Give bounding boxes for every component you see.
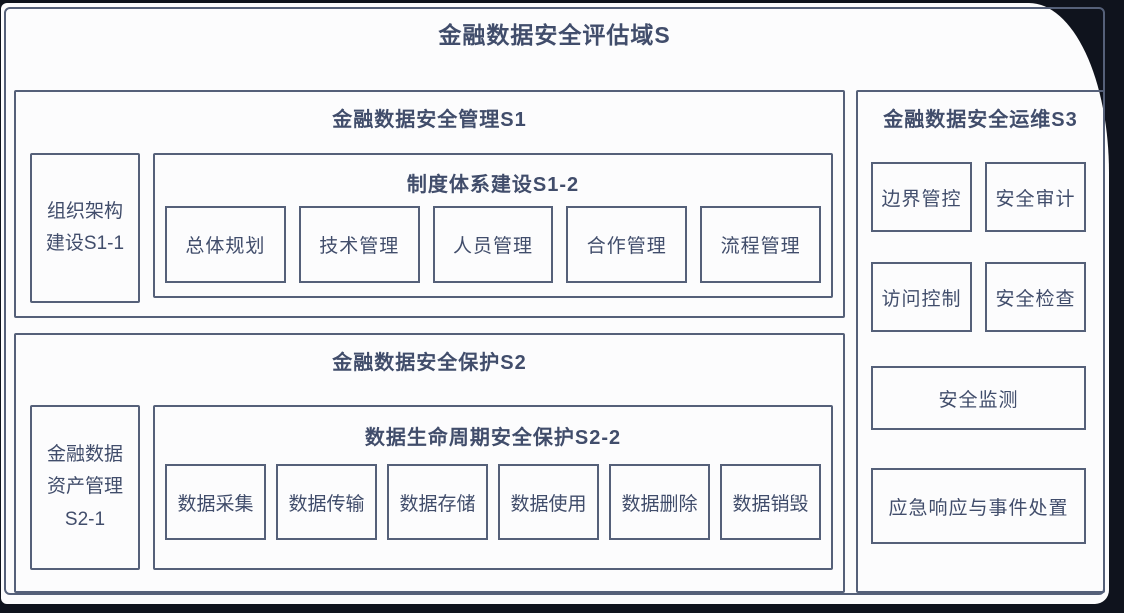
leaf-data-usage: 数据使用 xyxy=(498,464,599,540)
leaf-cooperation-management: 合作管理 xyxy=(566,206,688,283)
leaf-data-deletion: 数据删除 xyxy=(609,464,710,540)
section-s3-title: 金融数据安全运维S3 xyxy=(883,109,1078,131)
leaf-overall-planning: 总体规划 xyxy=(165,206,286,283)
leaf-emergency-response: 应急响应与事件处置 xyxy=(871,468,1086,544)
s2-2-leaf-row: 数据采集 数据传输 数据存储 数据使用 数据删除 数据销毁 xyxy=(165,464,821,540)
node-s1-1-label: 组织架构建设S1-1 xyxy=(45,200,125,254)
leaf-security-audit: 安全审计 xyxy=(985,162,1086,232)
s1-2-leaf-row: 总体规划 技术管理 人员管理 合作管理 流程管理 xyxy=(165,206,821,283)
node-s1-2-institution: 制度体系建设S1-2 xyxy=(153,153,833,298)
node-s1-1-organization: 组织架构建设S1-1 xyxy=(30,153,140,303)
leaf-access-control: 访问控制 xyxy=(871,262,972,332)
leaf-data-transmission: 数据传输 xyxy=(276,464,377,540)
node-s2-2-title: 数据生命周期安全保护S2-2 xyxy=(364,427,622,449)
leaf-tech-management: 技术管理 xyxy=(298,206,420,283)
leaf-data-storage: 数据存储 xyxy=(387,464,488,540)
section-s1-management: 金融数据安全管理S1 xyxy=(14,90,845,318)
diagram-title: 金融数据安全评估域S xyxy=(438,22,671,48)
node-s2-1-label: 金融数据资产管理S2-1 xyxy=(46,444,123,530)
leaf-personnel-management: 人员管理 xyxy=(432,206,554,283)
leaf-security-monitoring: 安全监测 xyxy=(871,366,1086,430)
node-s2-1-asset-management: 金融数据资产管理S2-1 xyxy=(30,405,140,570)
section-s1-title: 金融数据安全管理S1 xyxy=(332,109,527,131)
leaf-data-destruction: 数据销毁 xyxy=(720,464,821,540)
section-s2-title: 金融数据安全保护S2 xyxy=(332,352,527,374)
leaf-process-management: 流程管理 xyxy=(700,206,821,283)
section-s2-protection: 金融数据安全保护S2 xyxy=(14,333,845,593)
node-s2-2-lifecycle: 数据生命周期安全保护S2-2 xyxy=(153,405,833,570)
leaf-boundary-control: 边界管控 xyxy=(871,162,972,232)
node-s1-2-title: 制度体系建设S1-2 xyxy=(406,174,580,196)
leaf-security-inspection: 安全检查 xyxy=(985,262,1086,332)
leaf-data-collection: 数据采集 xyxy=(165,464,266,540)
section-s3-operations: 金融数据安全运维S3 xyxy=(856,90,1105,593)
